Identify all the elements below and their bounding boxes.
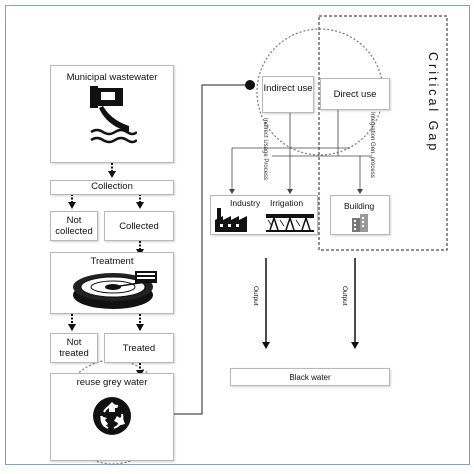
- direct-use-label: Direct use: [333, 89, 377, 100]
- reuse-to-indirect-connector: [158, 84, 250, 415]
- municipal-wastewater-box: Municipal wastewater: [50, 65, 174, 163]
- treated-label: Treated: [122, 343, 156, 354]
- collection-box: Collection: [50, 180, 174, 195]
- not-treated-label: Not treated: [59, 337, 89, 359]
- treated-box: Treated: [104, 333, 174, 363]
- not-treated-box: Not treated: [50, 333, 98, 363]
- critical-gap-label: Critical Gap: [426, 52, 440, 154]
- outer-frame: [5, 5, 470, 465]
- black-water-box: Black water: [230, 368, 390, 386]
- building-icon: [352, 214, 368, 232]
- treatment-box: Treatment: [50, 252, 174, 314]
- collection-label: Collection: [91, 181, 133, 192]
- indirect-process-label: Indirect Usage Process: [262, 118, 268, 181]
- treatment-label: Treatment: [90, 256, 134, 267]
- output-label-right: Output: [341, 286, 348, 306]
- factory-icon: [215, 208, 247, 232]
- reuse-grey-water-box: reuse grey water: [50, 373, 174, 461]
- black-water-label: Black water: [289, 373, 331, 382]
- building-label: Building: [344, 201, 375, 211]
- not-collected-label: Not collected: [55, 215, 93, 237]
- industry-label: Industry: [230, 198, 261, 208]
- critical-gap-region: [318, 15, 448, 251]
- not-collected-box: Not collected: [50, 211, 98, 241]
- water-treatment-tank-icon: [69, 267, 159, 313]
- irrigation-label: Irrigation: [270, 198, 304, 208]
- municipal-wastewater-title: Municipal wastewater: [66, 72, 158, 83]
- indirect-use-label: Indirect use: [263, 83, 313, 94]
- reuse-grey-water-label: reuse grey water: [76, 377, 148, 388]
- output-label-left: Output: [252, 286, 259, 306]
- collected-label: Collected: [119, 221, 159, 232]
- connector-dot-indirect: [245, 80, 255, 90]
- recycle-icon: [92, 396, 132, 436]
- sewer-pipe-icon: [89, 86, 137, 156]
- direct-process-label: Integration Gen. process: [369, 112, 375, 178]
- direct-use-box: Direct use: [320, 78, 390, 110]
- irrigation-icon: [266, 208, 314, 232]
- collected-box: Collected: [104, 211, 174, 241]
- indirect-use-box: Indirect use: [262, 76, 314, 113]
